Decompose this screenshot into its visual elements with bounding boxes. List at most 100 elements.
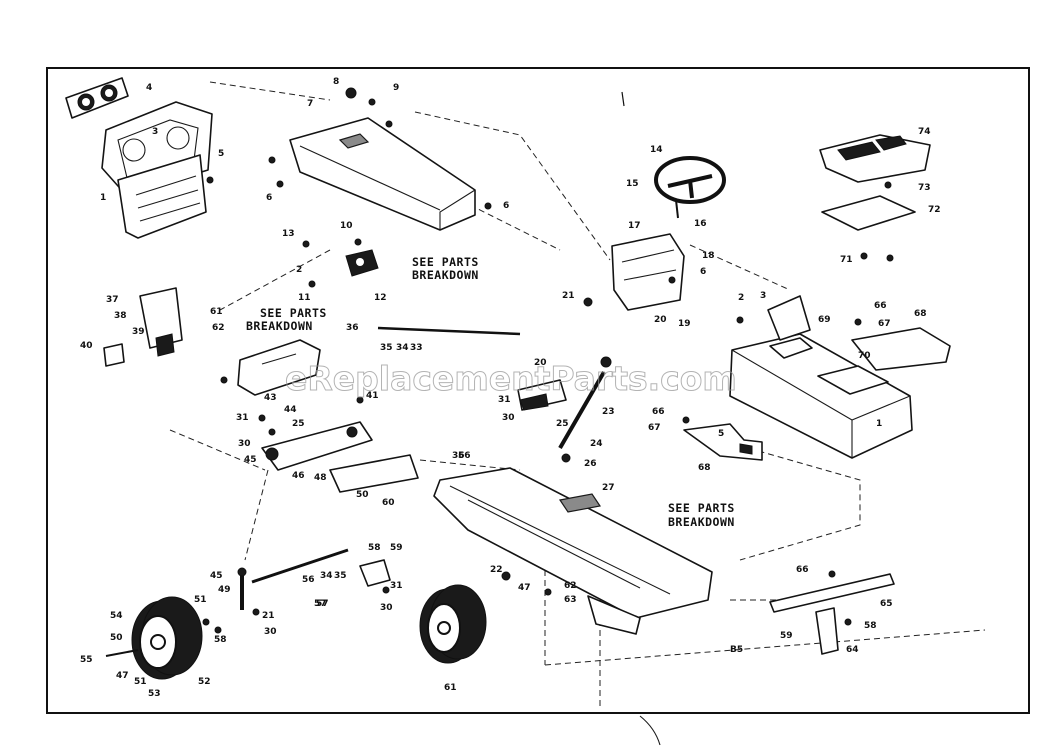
callout: 9: [393, 83, 399, 93]
fender-upright: [767, 295, 811, 341]
callout: 3: [760, 291, 766, 301]
callout: 66: [874, 301, 887, 311]
callout: 53: [148, 689, 161, 699]
mount-bracket: [139, 287, 183, 357]
drag-link: [251, 548, 349, 584]
callout: 12: [374, 293, 387, 303]
callout: 2: [296, 265, 302, 275]
callout: 48: [314, 473, 327, 483]
callout: 10: [340, 221, 353, 231]
svg-text:BREAKDOWN: BREAKDOWN: [246, 319, 313, 333]
callout: 2: [738, 293, 744, 303]
callout: 21: [562, 291, 575, 301]
callout: 47: [116, 671, 129, 681]
callout: 56: [458, 451, 471, 461]
svg-text:BREAKDOWN: BREAKDOWN: [668, 515, 735, 529]
callout: 27: [602, 483, 615, 493]
callout: 35: [380, 343, 393, 353]
spindle-arm: [359, 559, 391, 587]
callout: 66: [796, 565, 809, 575]
note-breakdown-2: SEE PARTS BREAKDOWN: [246, 306, 327, 333]
callout: 60: [382, 498, 395, 508]
svg-text:SEE PARTS: SEE PARTS: [260, 306, 327, 320]
callout: 31: [498, 395, 511, 405]
callout: 59: [780, 631, 793, 641]
instrument-housing: [611, 233, 685, 311]
watermark: eReplacementParts.com: [285, 359, 737, 398]
callout: 19: [678, 319, 691, 329]
diagram-frame: [46, 67, 1030, 714]
front-axle: [261, 421, 373, 471]
callout: 34: [396, 343, 409, 353]
steering-gear: [517, 379, 567, 411]
callout: 43: [264, 393, 277, 403]
front-wheel-right: [419, 584, 487, 664]
callout: 68: [698, 463, 711, 473]
callout: 59: [390, 543, 403, 553]
callout: 6: [503, 201, 509, 211]
callout: 52: [198, 677, 211, 687]
front-wheel-left: [105, 596, 203, 680]
callout: 70: [858, 351, 871, 361]
ignition-switch: [345, 249, 379, 277]
callout: 40: [80, 341, 93, 351]
callout: 6: [700, 267, 706, 277]
callout: 58: [368, 543, 381, 553]
callout: 58: [214, 635, 227, 645]
frame-tick: [621, 91, 625, 107]
callout: 13: [282, 229, 295, 239]
callout: 6: [266, 193, 272, 203]
callout: 64: [846, 645, 859, 655]
seat-plate: [821, 195, 916, 231]
callout: 3: [152, 127, 158, 137]
callout: 11: [298, 293, 311, 303]
callout: 67: [648, 423, 661, 433]
callout: 55: [80, 655, 93, 665]
callout: 62: [564, 581, 577, 591]
front-spindle: [237, 567, 247, 610]
callout: 36: [452, 451, 465, 461]
callout: 4: [146, 83, 152, 93]
note-breakdown-3: SEE PARTS BREAKDOWN: [668, 501, 735, 529]
callout: 21: [262, 611, 275, 621]
callout: 1: [876, 419, 882, 429]
callout: 73: [918, 183, 931, 193]
callout: 51: [194, 595, 207, 605]
callout: 30: [238, 439, 251, 449]
callout: 5: [218, 149, 224, 159]
callout: 8: [333, 77, 339, 87]
rear-body: [729, 333, 913, 459]
callout: 17: [628, 221, 641, 231]
callout: 39: [132, 327, 145, 337]
callout: 23: [602, 407, 615, 417]
callout: 47: [518, 583, 531, 593]
svg-text:SEE PARTS: SEE PARTS: [668, 501, 735, 515]
callout: 24: [590, 439, 603, 449]
callout: 7: [307, 99, 313, 109]
callout: 37: [106, 295, 119, 305]
callout: 1: [100, 193, 106, 203]
callout: 67: [878, 319, 891, 329]
steering-wheel: [654, 156, 726, 219]
callout: 25: [292, 419, 305, 429]
callout: 44: [284, 405, 297, 415]
hardware-bits: [202, 98, 894, 634]
callout: 68: [914, 309, 927, 319]
callout: 26: [584, 459, 597, 469]
callout: 72: [928, 205, 941, 215]
callout: 38: [114, 311, 127, 321]
callout: 58: [864, 621, 877, 631]
callout: 30: [502, 413, 515, 423]
callout: 20: [654, 315, 667, 325]
callout: 62: [212, 323, 225, 333]
callout: 36: [346, 323, 359, 333]
callout: 46: [292, 471, 305, 481]
callout: 30: [380, 603, 393, 613]
rear-axle-bar: [769, 573, 895, 655]
callout: 45: [244, 455, 257, 465]
dash-shroud: [117, 154, 207, 239]
callout: 41: [366, 391, 379, 401]
callout: 57: [316, 599, 329, 609]
callout: 16: [694, 219, 707, 229]
